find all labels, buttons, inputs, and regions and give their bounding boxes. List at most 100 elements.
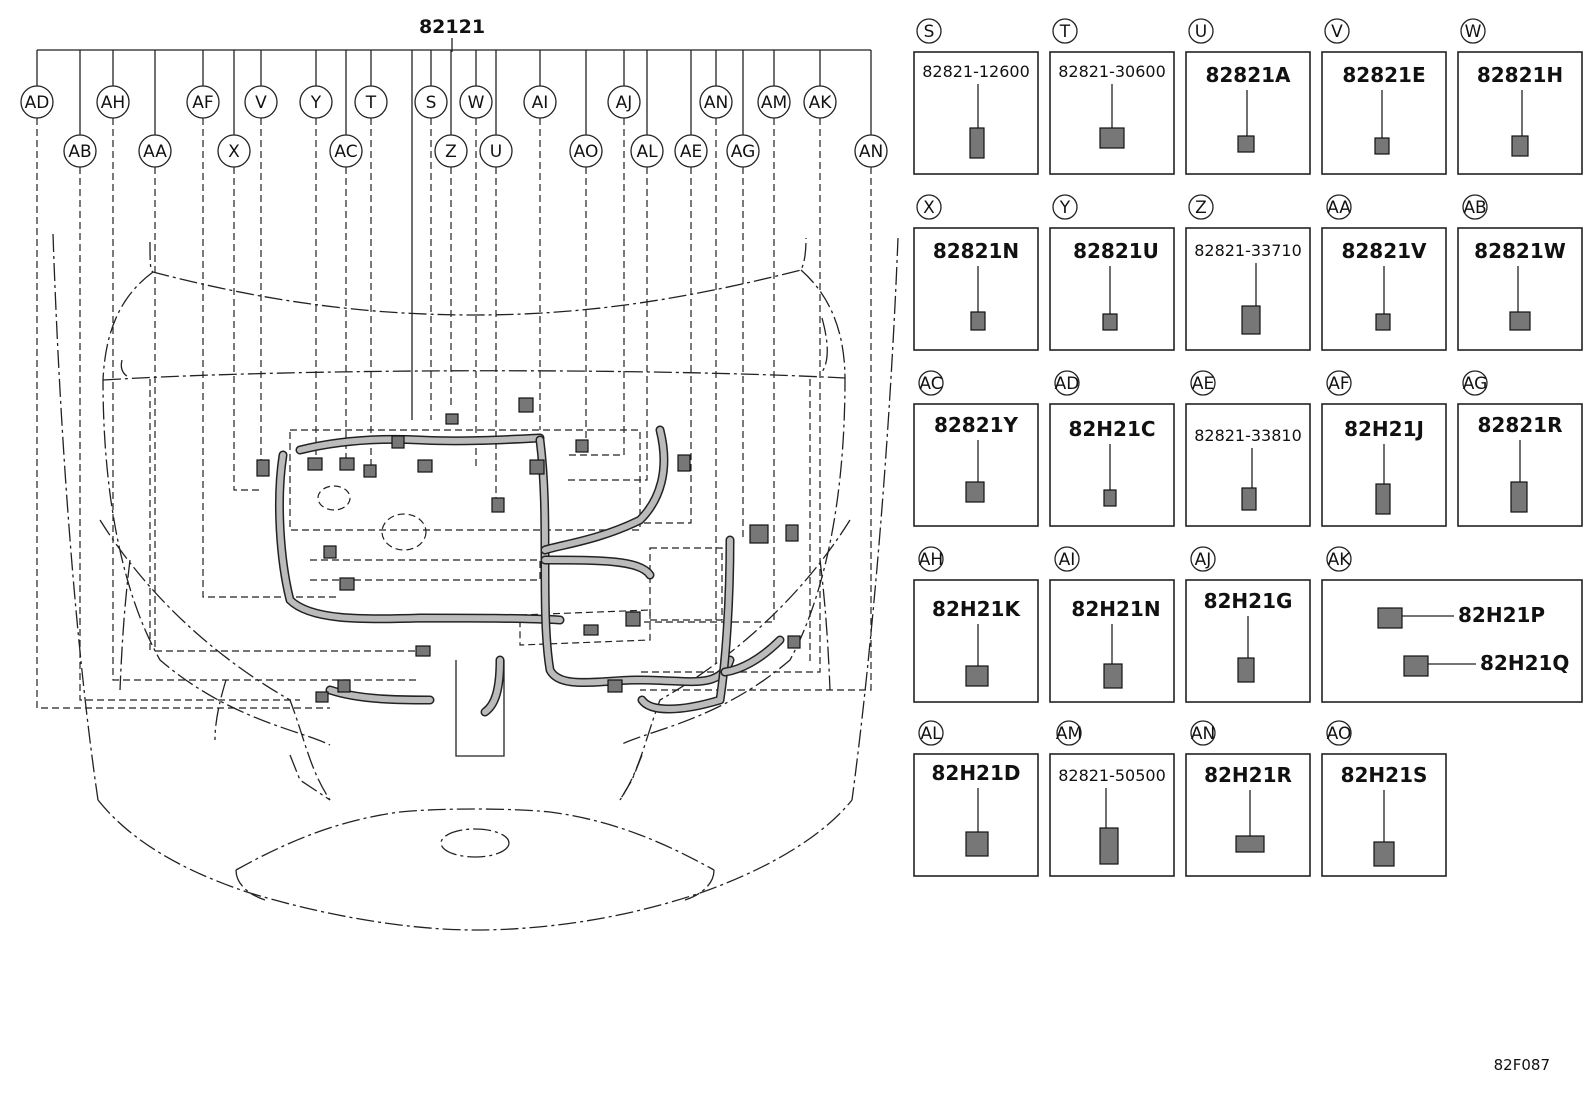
part-number-AI: 82H21N: [1071, 597, 1160, 621]
part-number-AC: 82821Y: [934, 413, 1019, 437]
callout-Y: Y: [299, 85, 333, 119]
part-number-AO: 82H21S: [1341, 763, 1428, 787]
parts-grid: S 82821-12600 T 82821-30600 U 82821A V 8…: [913, 18, 1583, 877]
svg-text:AE: AE: [680, 142, 702, 162]
part-number-X: 82821N: [933, 239, 1019, 263]
callout-AM: AM: [757, 85, 791, 119]
callout-AK: AK: [803, 85, 837, 119]
svg-text:Z: Z: [1195, 198, 1207, 218]
callout-AD: AD: [20, 85, 54, 119]
svg-text:AD: AD: [1055, 374, 1080, 394]
part-AA: AA 82821V: [1321, 194, 1447, 351]
callout-U: U: [479, 134, 513, 168]
callout-AG: AG: [726, 134, 760, 168]
callout-Z: Z: [434, 134, 468, 168]
svg-text:AL: AL: [920, 724, 942, 744]
part-number-AD: 82H21C: [1068, 417, 1155, 441]
svg-text:AJ: AJ: [1195, 550, 1212, 570]
part-number-V: 82821E: [1342, 63, 1425, 87]
svg-text:AM: AM: [1056, 724, 1082, 744]
svg-text:AD: AD: [25, 93, 50, 113]
svg-text:AG: AG: [1463, 374, 1488, 394]
svg-text:AN: AN: [704, 93, 728, 113]
part-AF: AF 82H21J: [1321, 370, 1447, 527]
part-number-U: 82821A: [1205, 63, 1291, 87]
callout-AI: AI: [523, 85, 557, 119]
main-part-number: 82121: [419, 16, 485, 38]
part-S: S 82821-12600: [913, 18, 1039, 175]
callout-AC: AC: [329, 134, 363, 168]
svg-text:W: W: [1465, 22, 1482, 42]
svg-text:Y: Y: [310, 93, 322, 113]
svg-text:X: X: [228, 142, 240, 162]
svg-text:AK: AK: [809, 93, 833, 113]
svg-text:W: W: [468, 93, 485, 113]
svg-text:AL: AL: [636, 142, 658, 162]
svg-text:AI: AI: [532, 93, 549, 113]
svg-text:AF: AF: [1328, 374, 1349, 394]
part-number-AG: 82821R: [1478, 413, 1563, 437]
part-AG: AG 82821R: [1457, 370, 1583, 527]
svg-text:V: V: [1331, 22, 1343, 42]
callout-AL: AL: [630, 134, 664, 168]
part-number-S: 82821-12600: [922, 62, 1030, 81]
part-AE: AE 82821-33810: [1185, 370, 1311, 527]
part-number-AF: 82H21J: [1344, 417, 1424, 441]
svg-text:AC: AC: [334, 142, 357, 162]
part-W: W 82821H: [1457, 18, 1583, 175]
svg-text:AH: AH: [101, 93, 125, 113]
callout-AJ: AJ: [607, 85, 641, 119]
svg-text:T: T: [365, 93, 377, 113]
engine-bay-details: [149, 379, 811, 757]
callout-AN-second: AN: [854, 134, 888, 168]
part-number-Z: 82821-33710: [1194, 241, 1302, 260]
part-number-AA: 82821V: [1341, 239, 1427, 263]
svg-text:V: V: [255, 93, 267, 113]
svg-text:AN: AN: [1191, 724, 1215, 744]
part-AD: AD 82H21C: [1049, 370, 1175, 527]
svg-text:AM: AM: [761, 93, 787, 113]
part-AK: AK 82H21P 82H21Q: [1321, 546, 1583, 703]
part-V: V 82821E: [1321, 18, 1447, 175]
svg-text:AF: AF: [192, 93, 213, 113]
callout-S: S: [414, 85, 448, 119]
callouts-second-row: AB AA X AC Z U AO AL AE AG AN: [63, 134, 888, 168]
part-X: X 82821N: [913, 194, 1039, 351]
leader-bracket: [36, 49, 872, 420]
callout-W: W: [459, 85, 493, 119]
svg-text:AO: AO: [574, 142, 599, 162]
svg-text:AG: AG: [731, 142, 756, 162]
svg-text:U: U: [490, 142, 502, 162]
part-T: T 82821-30600: [1049, 18, 1175, 175]
part-U: U 82821A: [1185, 18, 1311, 175]
part-number-AK-2: 82H21Q: [1480, 651, 1569, 675]
callout-AA: AA: [138, 134, 172, 168]
part-number-Y: 82821U: [1073, 239, 1159, 263]
svg-text:AA: AA: [143, 142, 167, 162]
part-number-AM: 82821-50500: [1058, 766, 1166, 785]
svg-text:AC: AC: [919, 374, 942, 394]
part-number-AB: 82821W: [1474, 239, 1566, 263]
part-AJ: AJ 82H21G: [1185, 546, 1311, 703]
svg-text:X: X: [923, 198, 935, 218]
part-number-T: 82821-30600: [1058, 62, 1166, 81]
svg-text:AB: AB: [68, 142, 91, 162]
callout-AH: AH: [96, 85, 130, 119]
car-body-outline: [52, 233, 899, 931]
callouts-top-row: AD AH AF V Y T S W AI AJ AN AM AK: [20, 85, 837, 119]
callout-AF: AF: [186, 85, 220, 119]
svg-text:S: S: [924, 22, 935, 42]
svg-text:AN: AN: [859, 142, 883, 162]
callout-X: X: [217, 134, 251, 168]
part-number-AJ: 82H21G: [1204, 589, 1293, 613]
part-AI: AI 82H21N: [1049, 546, 1175, 703]
svg-text:S: S: [426, 93, 437, 113]
svg-text:AE: AE: [1192, 374, 1214, 394]
callout-AN-top: AN: [699, 85, 733, 119]
svg-text:AK: AK: [1328, 550, 1352, 570]
figure-code: 82F087: [1494, 1056, 1550, 1074]
svg-text:U: U: [1195, 22, 1207, 42]
svg-text:Z: Z: [445, 142, 457, 162]
callout-T: T: [354, 85, 388, 119]
